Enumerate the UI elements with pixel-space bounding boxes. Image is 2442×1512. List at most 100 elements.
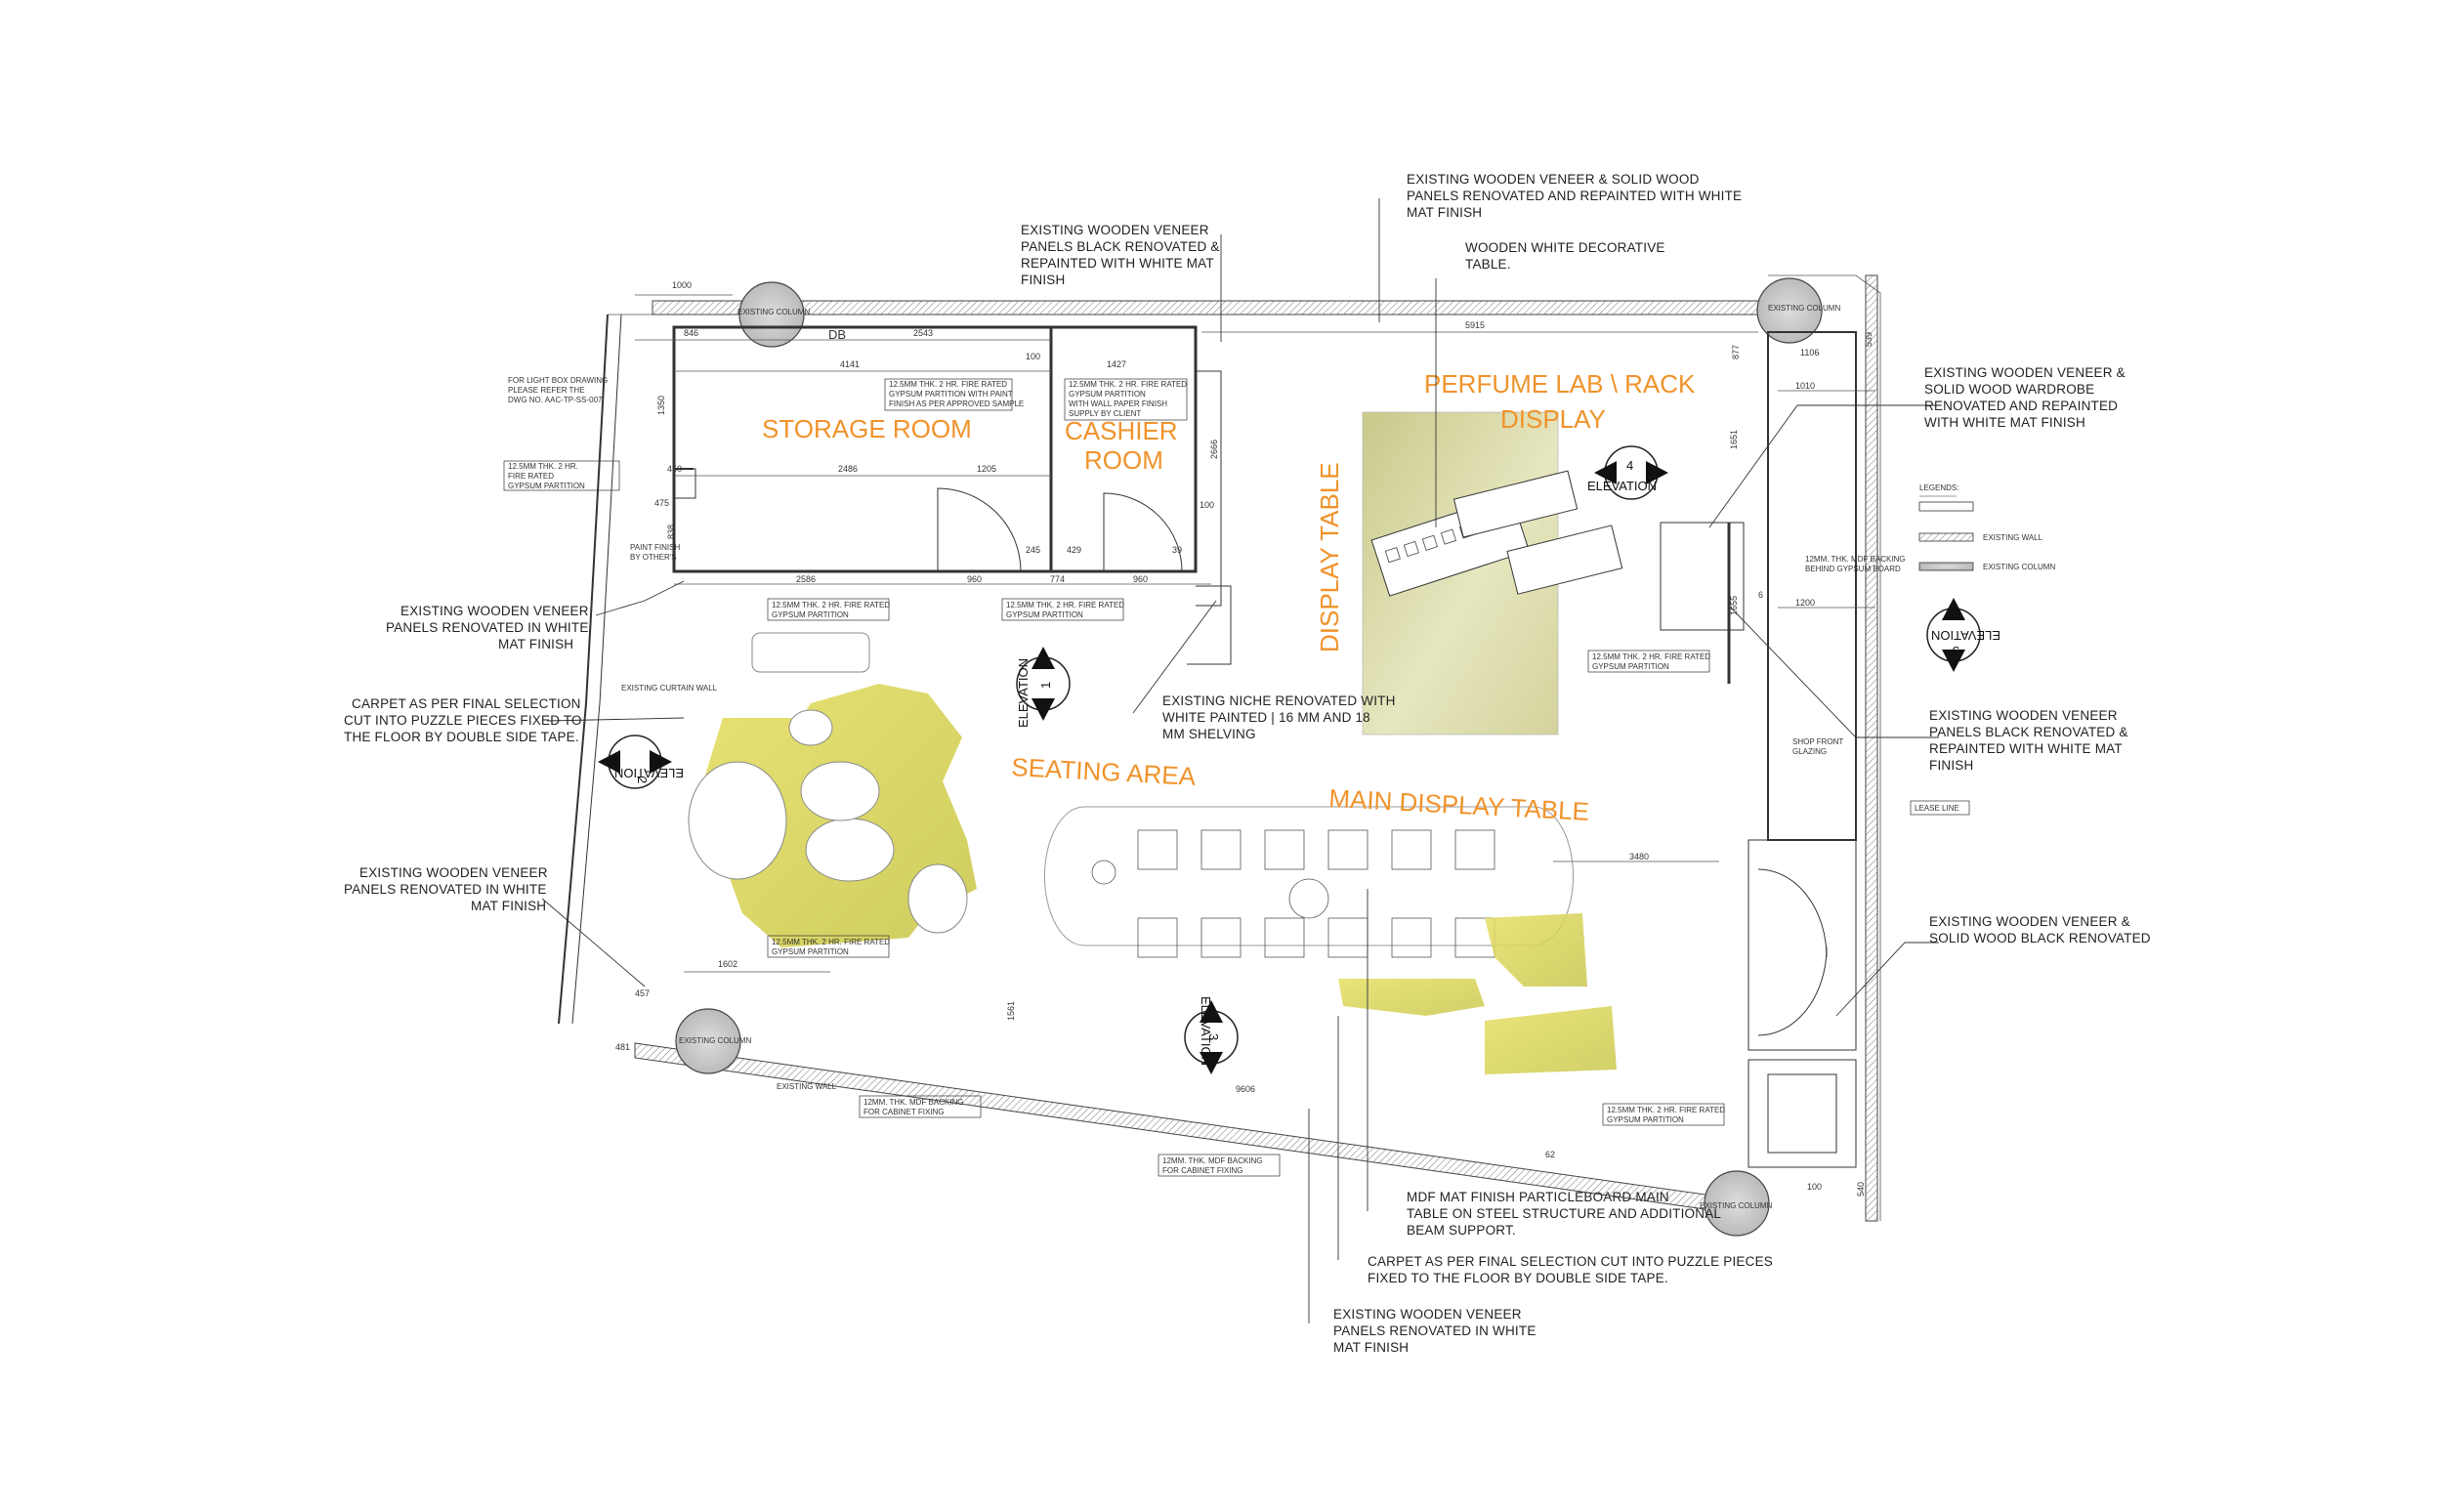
svg-text:62: 62 xyxy=(1545,1150,1555,1159)
right-wardrobe xyxy=(1660,331,1857,1168)
room-label-cashier-1: CASHIER xyxy=(1065,416,1178,445)
svg-text:ELEVATION: ELEVATION xyxy=(614,766,684,780)
column-bottom-right xyxy=(1704,1170,1770,1237)
note-bottom-veneer: EXISTING WOODEN VENEER PANELS RENOVATED … xyxy=(1333,1307,1539,1355)
svg-text:100: 100 xyxy=(1026,352,1040,361)
svg-text:DB: DB xyxy=(828,327,846,342)
note-mdf-table: MDF MAT FINISH PARTICLEBOARD MAIN TABLE … xyxy=(1407,1190,1725,1238)
svg-text:846: 846 xyxy=(684,328,698,338)
left-curtain-wall-inner xyxy=(571,314,622,1025)
note-left-veneer-2: EXISTING WOODEN VENEER PANELS RENOVATED … xyxy=(344,865,552,913)
building-shell xyxy=(558,274,1881,1222)
svg-text:1427: 1427 xyxy=(1107,359,1126,369)
right-existing-wall xyxy=(1865,274,1878,1222)
legend-existing-wall: EXISTING WALL xyxy=(1983,533,2043,542)
svg-text:3: 3 xyxy=(1206,1033,1221,1040)
svg-text:12.5MM THK. 2 HR. FIRE RATED: 12.5MM THK. 2 HR. FIRE RATED GYPSUM PART… xyxy=(1069,380,1189,418)
elevation-3-marker: ELEVATION 3 xyxy=(1184,996,1239,1074)
note-left-carpet: CARPET AS PER FINAL SELECTION CUT INTO P… xyxy=(344,696,586,744)
legend-existing-column: EXISTING COLUMN xyxy=(1983,563,2055,571)
svg-text:100: 100 xyxy=(1807,1182,1822,1192)
svg-text:12.5MM THK. 2 HR. FIRE RATED: 12.5MM THK. 2 HR. FIRE RATED GYPSUM PART… xyxy=(1006,601,1126,619)
svg-text:EXISTING COLUMN: EXISTING COLUMN xyxy=(737,308,810,316)
note-right-solid: EXISTING WOODEN VENEER & SOLID WOOD BLAC… xyxy=(1929,914,2151,945)
svg-text:PAINT FINISH BY OTHER'S: PAINT FINISH BY OTHER'S xyxy=(630,543,683,562)
svg-text:EXISTING COLUMN: EXISTING COLUMN xyxy=(1768,304,1840,313)
leader-lines xyxy=(541,198,1939,1323)
svg-text:100: 100 xyxy=(1200,500,1214,510)
svg-text:540: 540 xyxy=(1856,1182,1866,1197)
svg-text:457: 457 xyxy=(635,988,650,998)
storage-cashier-block xyxy=(672,325,1232,665)
svg-text:EXISTING WALL: EXISTING WALL xyxy=(777,1082,837,1091)
svg-text:960: 960 xyxy=(967,574,982,584)
legend-existing-column-swatch xyxy=(1918,562,1974,571)
left-curtain-wall xyxy=(558,314,609,1025)
dimension-lines xyxy=(635,294,1875,973)
top-existing-wall xyxy=(652,300,1769,315)
room-label-cashier-2: ROOM xyxy=(1084,445,1163,475)
legend-title: LEGENDS: xyxy=(1919,483,1958,492)
svg-text:2: 2 xyxy=(635,777,650,783)
svg-text:1561: 1561 xyxy=(1006,1001,1016,1021)
svg-text:6: 6 xyxy=(1758,590,1763,600)
elevation-2-marker: ELEVATION 2 xyxy=(598,735,684,789)
svg-text:1205: 1205 xyxy=(977,464,996,474)
room-label-display-table: DISPLAY TABLE xyxy=(1315,462,1344,652)
note-left-veneer-1: EXISTING WOODEN VENEER PANELS RENOVATED … xyxy=(386,604,593,651)
svg-text:2543: 2543 xyxy=(913,328,933,338)
svg-text:1010: 1010 xyxy=(1795,381,1815,391)
svg-text:539: 539 xyxy=(1864,332,1874,347)
main-display-table xyxy=(1043,806,1617,1074)
svg-text:12MM. THK. MDF BACKING F: 12MM. THK. MDF BACKING FOR CABINET FIXIN… xyxy=(1162,1156,1265,1175)
small-notes: FOR LIGHT BOX DRAWING PLEASE REFER THE D… xyxy=(503,304,1970,1210)
elevation-1-marker: ELEVATION 1 xyxy=(1016,647,1071,728)
svg-text:960: 960 xyxy=(1133,574,1148,584)
svg-text:12.5MM THK. 2 HR. FIRE RATED: 12.5MM THK. 2 HR. FIRE RATED GYPSUM PART… xyxy=(889,380,1024,408)
elevation-5-marker: ELEVATION 5 xyxy=(1926,598,2000,672)
room-label-perfume-2: DISPLAY xyxy=(1500,404,1606,434)
svg-text:1200: 1200 xyxy=(1795,598,1815,608)
svg-text:1655: 1655 xyxy=(1729,596,1739,615)
room-label-storage: STORAGE ROOM xyxy=(762,414,972,443)
note-wooden-table: WOODEN WHITE DECORATIVE TABLE. xyxy=(1465,240,1669,272)
svg-text:1602: 1602 xyxy=(718,959,737,969)
annotation-notes: EXISTING WOODEN VENEER & SOLID WOOD PANE… xyxy=(344,172,2151,1355)
svg-text:429: 429 xyxy=(1067,545,1081,555)
note-top-left: EXISTING WOODEN VENEER PANELS BLACK RENO… xyxy=(1021,223,1224,287)
dimension-values: 1000 846 2543 4141 1427 5915 1106 1010 1… xyxy=(615,280,1874,1197)
svg-text:12MM. THK. MDF BACKING F: 12MM. THK. MDF BACKING FOR CABINET FIXIN… xyxy=(863,1098,966,1116)
note-niche: EXISTING NICHE RENOVATED WITH WHITE PAIN… xyxy=(1162,693,1400,741)
svg-text:1: 1 xyxy=(1038,682,1053,689)
elevation-4-marker: 4 ELEVATION xyxy=(1587,445,1668,500)
svg-text:5915: 5915 xyxy=(1465,320,1485,330)
svg-text:12.5MM THK. 2 HR. FIRE RATED: 12.5MM THK. 2 HR. FIRE RATED GYPSUM PART… xyxy=(1592,652,1712,671)
svg-text:481: 481 xyxy=(615,1042,630,1052)
elevation-markers: ELEVATION 1 ELEVATION 2 ELEVATION 3 4 EL… xyxy=(598,445,2000,1074)
room-label-main-display: MAIN DISPLAY TABLE xyxy=(1328,783,1590,826)
svg-text:838: 838 xyxy=(666,525,676,539)
svg-text:1350: 1350 xyxy=(656,396,666,415)
svg-text:1106: 1106 xyxy=(1800,348,1819,357)
svg-text:ELEVATION: ELEVATION xyxy=(1931,628,2000,643)
svg-text:1000: 1000 xyxy=(672,280,692,290)
perfume-display-area xyxy=(1362,411,1623,735)
svg-text:EXISTING COLUMN: EXISTING COLUMN xyxy=(1700,1201,1772,1210)
seating-carpet xyxy=(688,632,977,947)
svg-text:9606: 9606 xyxy=(1236,1084,1255,1094)
svg-text:5: 5 xyxy=(1953,644,1959,658)
note-top-center: EXISTING WOODEN VENEER & SOLID WOOD PANE… xyxy=(1407,172,1746,220)
svg-text:4: 4 xyxy=(1626,458,1633,473)
svg-text:12.5MM THK. 2 HR. FIRE RATED: 12.5MM THK. 2 HR. FIRE RATED GYPSUM PART… xyxy=(1607,1106,1727,1124)
svg-text:39: 39 xyxy=(1172,545,1182,555)
legend-existing-wall-swatch xyxy=(1918,532,1974,542)
svg-text:SHOP FRONT GLAZING: SHOP FRONT GLAZING xyxy=(1792,737,1845,756)
svg-text:877: 877 xyxy=(1731,345,1741,359)
svg-text:774: 774 xyxy=(1050,574,1065,584)
column-bottom-left xyxy=(675,1008,741,1074)
svg-text:475: 475 xyxy=(654,498,669,508)
column-top-left xyxy=(738,281,805,348)
svg-text:12.5MM THK. 2 HR. FIRE R: 12.5MM THK. 2 HR. FIRE RATED GYPSUM PART… xyxy=(508,462,585,490)
svg-text:245: 245 xyxy=(1026,545,1040,555)
